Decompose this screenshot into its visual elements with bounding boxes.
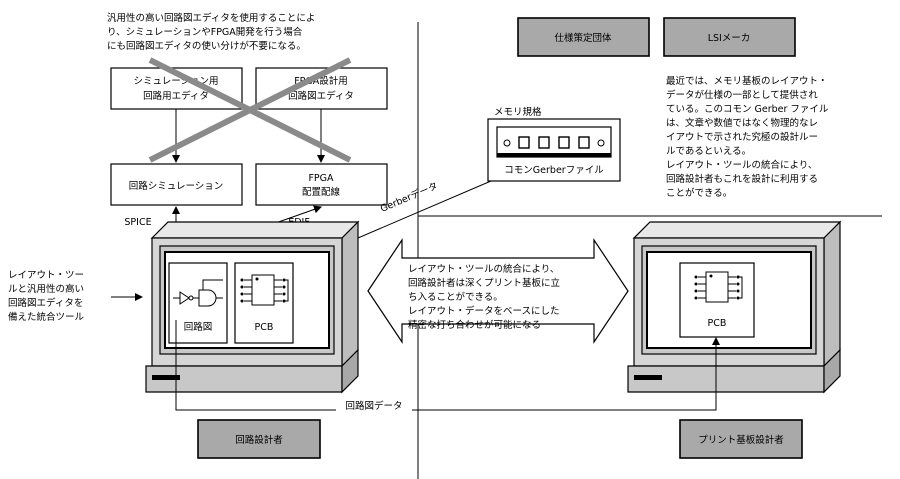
chip-icon-left [240,274,289,306]
schematic-data-label: 回路図データ [345,400,402,412]
pcb-designer-box: プリント基板設計者 [679,419,803,459]
right-note-line-1: 最近では、メモリ基板のレイアウト・ [666,75,828,87]
right-note-line-2: データが仕様の一部として提供され [666,89,818,101]
right-note-line-5: イアウトで示された究極の設計ルー [666,131,818,143]
sim-editor-line-1: シミュレーション用 [133,76,218,87]
lsi-maker-box: LSIメーカ [663,17,796,57]
drive-slot-right [634,375,662,380]
circuit-designer-box: 回路設計者 [197,419,321,459]
pcb-label-left: PCB [255,322,274,333]
memory-spec-title: メモリ規格 [494,106,542,118]
top-note: 汎用性の高い回路図エディタを使用することによ り、シミュレーションやFPGA開発… [107,12,315,52]
top-note-line-3: にも回路図エディタの使い分けが不要になる。 [107,40,306,52]
cross-line-b [148,57,352,163]
center-arrow-line-3: ち入ることができる。 [408,291,503,303]
circuit-designer-label: 回路設計者 [235,434,283,446]
schematic-data-line [175,320,720,411]
schematic-panel [168,262,228,344]
left-note-line-4: 備えた統合ツール [8,311,85,323]
top-note-line-1: 汎用性の高い回路図エディタを使用することによ [107,12,315,24]
right-note-line-6: ルであるといえる。 [666,146,751,157]
pcb-label-right: PCB [708,318,727,329]
chip-icon-right [694,271,743,303]
memory-caption: コモンGerberファイル [504,165,604,176]
center-arrow-line-4: レイアウト・データをベースにした [408,305,560,317]
left-computer: 回路図 PCB [145,220,360,394]
fpga-route-line-2: 配置配線 [302,186,341,198]
pcb-designer-label: プリント基板設計者 [698,434,784,446]
left-note-line-1: レイアウト・ツー [8,270,84,281]
left-note-line-2: ルと汎用性の高い [8,283,84,295]
fpga-route-box: FPGA 配置配線 [255,163,388,206]
right-note-line-8: 回路設計者もこれを設計に利用する [666,173,818,185]
right-note-line-4: は、文章や数値ではなく物理的なレ [666,117,818,129]
right-note-line-7: レイアウト・ツールの統合により、 [666,159,817,171]
spec-org-label: 仕様策定団体 [554,32,612,44]
left-note-line-3: 回路図エディタを [8,297,83,309]
right-computer: PCB [627,220,842,394]
memory-spec-box: メモリ規格 コモンGerberファイル [487,106,621,182]
center-arrow-line-2: 回路設計者は深くプリント基板に立 [408,277,560,289]
right-note-line-9: ことができる。 [666,187,732,199]
memory-module-icon [496,126,612,158]
center-double-arrow: レイアウト・ツールの統合により、 回路設計者は深くプリント基板に立 ち入ることが… [367,238,629,344]
circuit-sim-box: 回路シミュレーション [110,163,243,206]
center-arrow-line-1: レイアウト・ツールの統合により、 [408,263,559,275]
drive-slot-left [152,375,180,380]
right-note: 最近では、メモリ基板のレイアウト・ データが仕様の一部として提供され ている。こ… [666,75,829,199]
top-note-line-2: り、シミュレーションやFPGA開発を行う場合 [107,26,303,38]
schematic-label: 回路図 [184,321,213,333]
fpga-editor-line-2: 回路図エディタ [288,90,354,102]
lsi-maker-label: LSIメーカ [708,33,751,44]
circuit-sim-label: 回路シミュレーション [129,180,224,192]
left-note: レイアウト・ツー ルと汎用性の高い 回路図エディタを 備えた統合ツール [8,270,85,323]
center-arrow-line-5: 精密な打ち合わせが可能になる [408,319,541,331]
spec-org-box: 仕様策定団体 [517,17,650,57]
sim-editor-line-2: 回路用エディタ [143,90,209,102]
spice-label: SPICE [124,217,151,228]
logic-gate-icon [173,279,223,307]
schematic-data-label-bg [336,399,412,413]
gerber-label: Gerberデータ [378,180,439,215]
right-note-line-3: ている。このコモン Gerber ファイル [666,104,829,115]
fpga-route-line-1: FPGA [308,173,334,184]
